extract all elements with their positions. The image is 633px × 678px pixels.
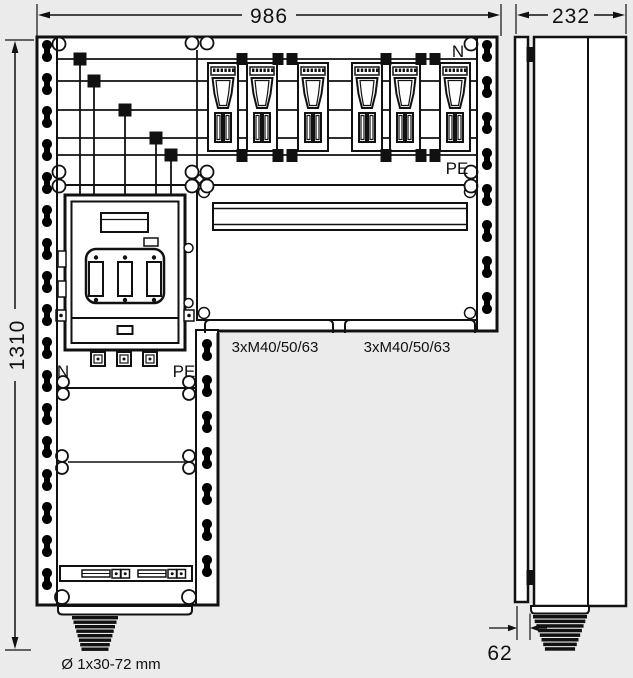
din-rail bbox=[212, 202, 468, 231]
fuse-strip-5 bbox=[389, 62, 421, 152]
front-view: N PE N PE 3xM40/50/63 3xM40/50/63 Ø 1x30… bbox=[35, 35, 499, 673]
side-view bbox=[513, 35, 628, 651]
left-mounting-rail bbox=[36, 36, 58, 606]
dimension-width: 986 bbox=[36, 4, 502, 36]
dimension-height: 1310 bbox=[4, 39, 34, 651]
switch-n-label: N bbox=[57, 362, 69, 381]
screw-icon bbox=[181, 589, 197, 605]
strip-connectors bbox=[236, 53, 441, 162]
cable-gland-front bbox=[57, 605, 193, 651]
plinth-value: 62 bbox=[487, 642, 512, 665]
fuse-strip-2 bbox=[246, 62, 278, 152]
main-switch bbox=[55, 193, 195, 367]
fuse-cartridges bbox=[88, 255, 162, 303]
pe-n-terminal-strip bbox=[59, 565, 193, 582]
cable-flanges bbox=[204, 319, 497, 333]
height-value: 1310 bbox=[6, 320, 29, 371]
width-value: 986 bbox=[250, 5, 288, 28]
column-mounting-rail bbox=[195, 329, 219, 606]
side-door bbox=[513, 35, 530, 604]
bus-tap-connectors bbox=[73, 52, 178, 162]
hinge-icon bbox=[526, 47, 534, 62]
din-rail-panel bbox=[196, 184, 478, 321]
busbar-pe-label: PE bbox=[446, 159, 469, 178]
flange-left-label: 3xM40/50/63 bbox=[232, 339, 319, 356]
side-body bbox=[532, 35, 628, 608]
cable-gland-side bbox=[530, 605, 590, 651]
busbar-n-label: N bbox=[452, 42, 464, 61]
depth-value: 232 bbox=[552, 5, 590, 28]
flange-right-label: 3xM40/50/63 bbox=[364, 339, 451, 356]
screw-icon bbox=[197, 306, 211, 320]
fuse-strip-6 bbox=[439, 62, 471, 152]
switch-terminals bbox=[90, 351, 158, 367]
lower-panel-joints bbox=[55, 375, 196, 475]
fuse-strip-1 bbox=[207, 62, 239, 152]
fuse-strip-4 bbox=[351, 62, 383, 152]
switch-pe-label: PE bbox=[173, 362, 196, 381]
cable-entry-label: Ø 1x30-72 mm bbox=[61, 656, 160, 673]
fuse-strip-3 bbox=[297, 62, 329, 152]
cover-screws bbox=[51, 35, 479, 194]
screw-icon bbox=[463, 306, 477, 320]
right-mounting-rail bbox=[476, 36, 498, 332]
rating-window bbox=[100, 212, 149, 233]
handle-slot bbox=[116, 325, 134, 335]
screw-icon bbox=[54, 589, 70, 605]
dimension-plinth: 62 bbox=[487, 606, 547, 665]
hinge-icon bbox=[526, 570, 534, 585]
dimension-depth: 232 bbox=[515, 4, 627, 34]
